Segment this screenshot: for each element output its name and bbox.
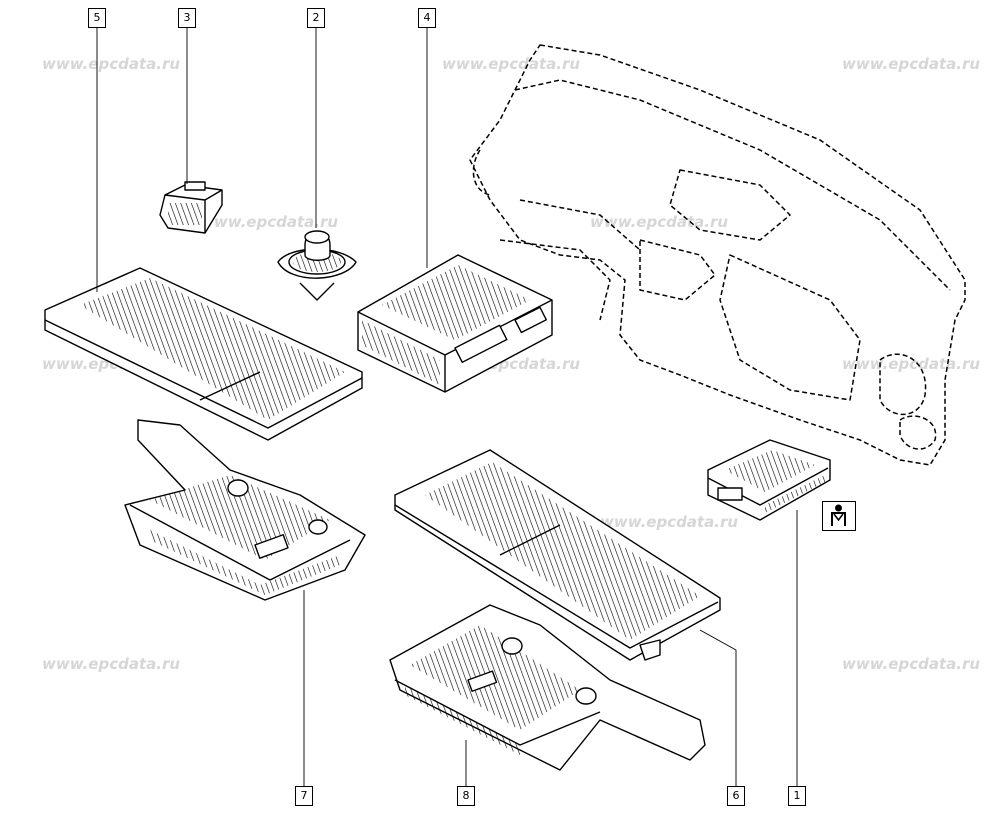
callout-4: 4 (418, 8, 436, 28)
watermark: www.epcdata.ru (200, 213, 339, 231)
part-4-amplifier (357, 254, 553, 393)
part-5-tray-panel (44, 267, 363, 441)
watermark: www.epcdata.ru (842, 55, 981, 73)
seat-occupancy-icon (822, 501, 856, 531)
watermark: www.epcdata.ru (590, 213, 729, 231)
watermark: www.epcdata.ru (842, 355, 981, 373)
callout-1: 1 (788, 786, 806, 806)
dashboard-outline (469, 44, 966, 466)
watermark: www.epcdata.ru (42, 655, 181, 673)
watermark: www.epcdata.ru (442, 55, 581, 73)
callout-3: 3 (178, 8, 196, 28)
callout-2: 2 (307, 8, 325, 28)
part-7-lower-tray (124, 419, 366, 601)
part-1-control-module (707, 439, 831, 521)
watermark: www.epcdata.ru (42, 55, 181, 73)
callout-6: 6 (727, 786, 745, 806)
part-6-tray-panel (394, 449, 721, 661)
watermark: www.epcdata.ru (842, 655, 981, 673)
watermark: www.epcdata.ru (600, 513, 739, 531)
callout-8: 8 (457, 786, 475, 806)
seat-icon-glyph (831, 504, 846, 526)
part-2-speaker (277, 230, 357, 301)
callout-5: 5 (88, 8, 106, 28)
leader-lines (96, 27, 798, 788)
callout-7: 7 (295, 786, 313, 806)
part-8-lower-tray (389, 604, 706, 771)
part-3-switch (159, 181, 223, 234)
